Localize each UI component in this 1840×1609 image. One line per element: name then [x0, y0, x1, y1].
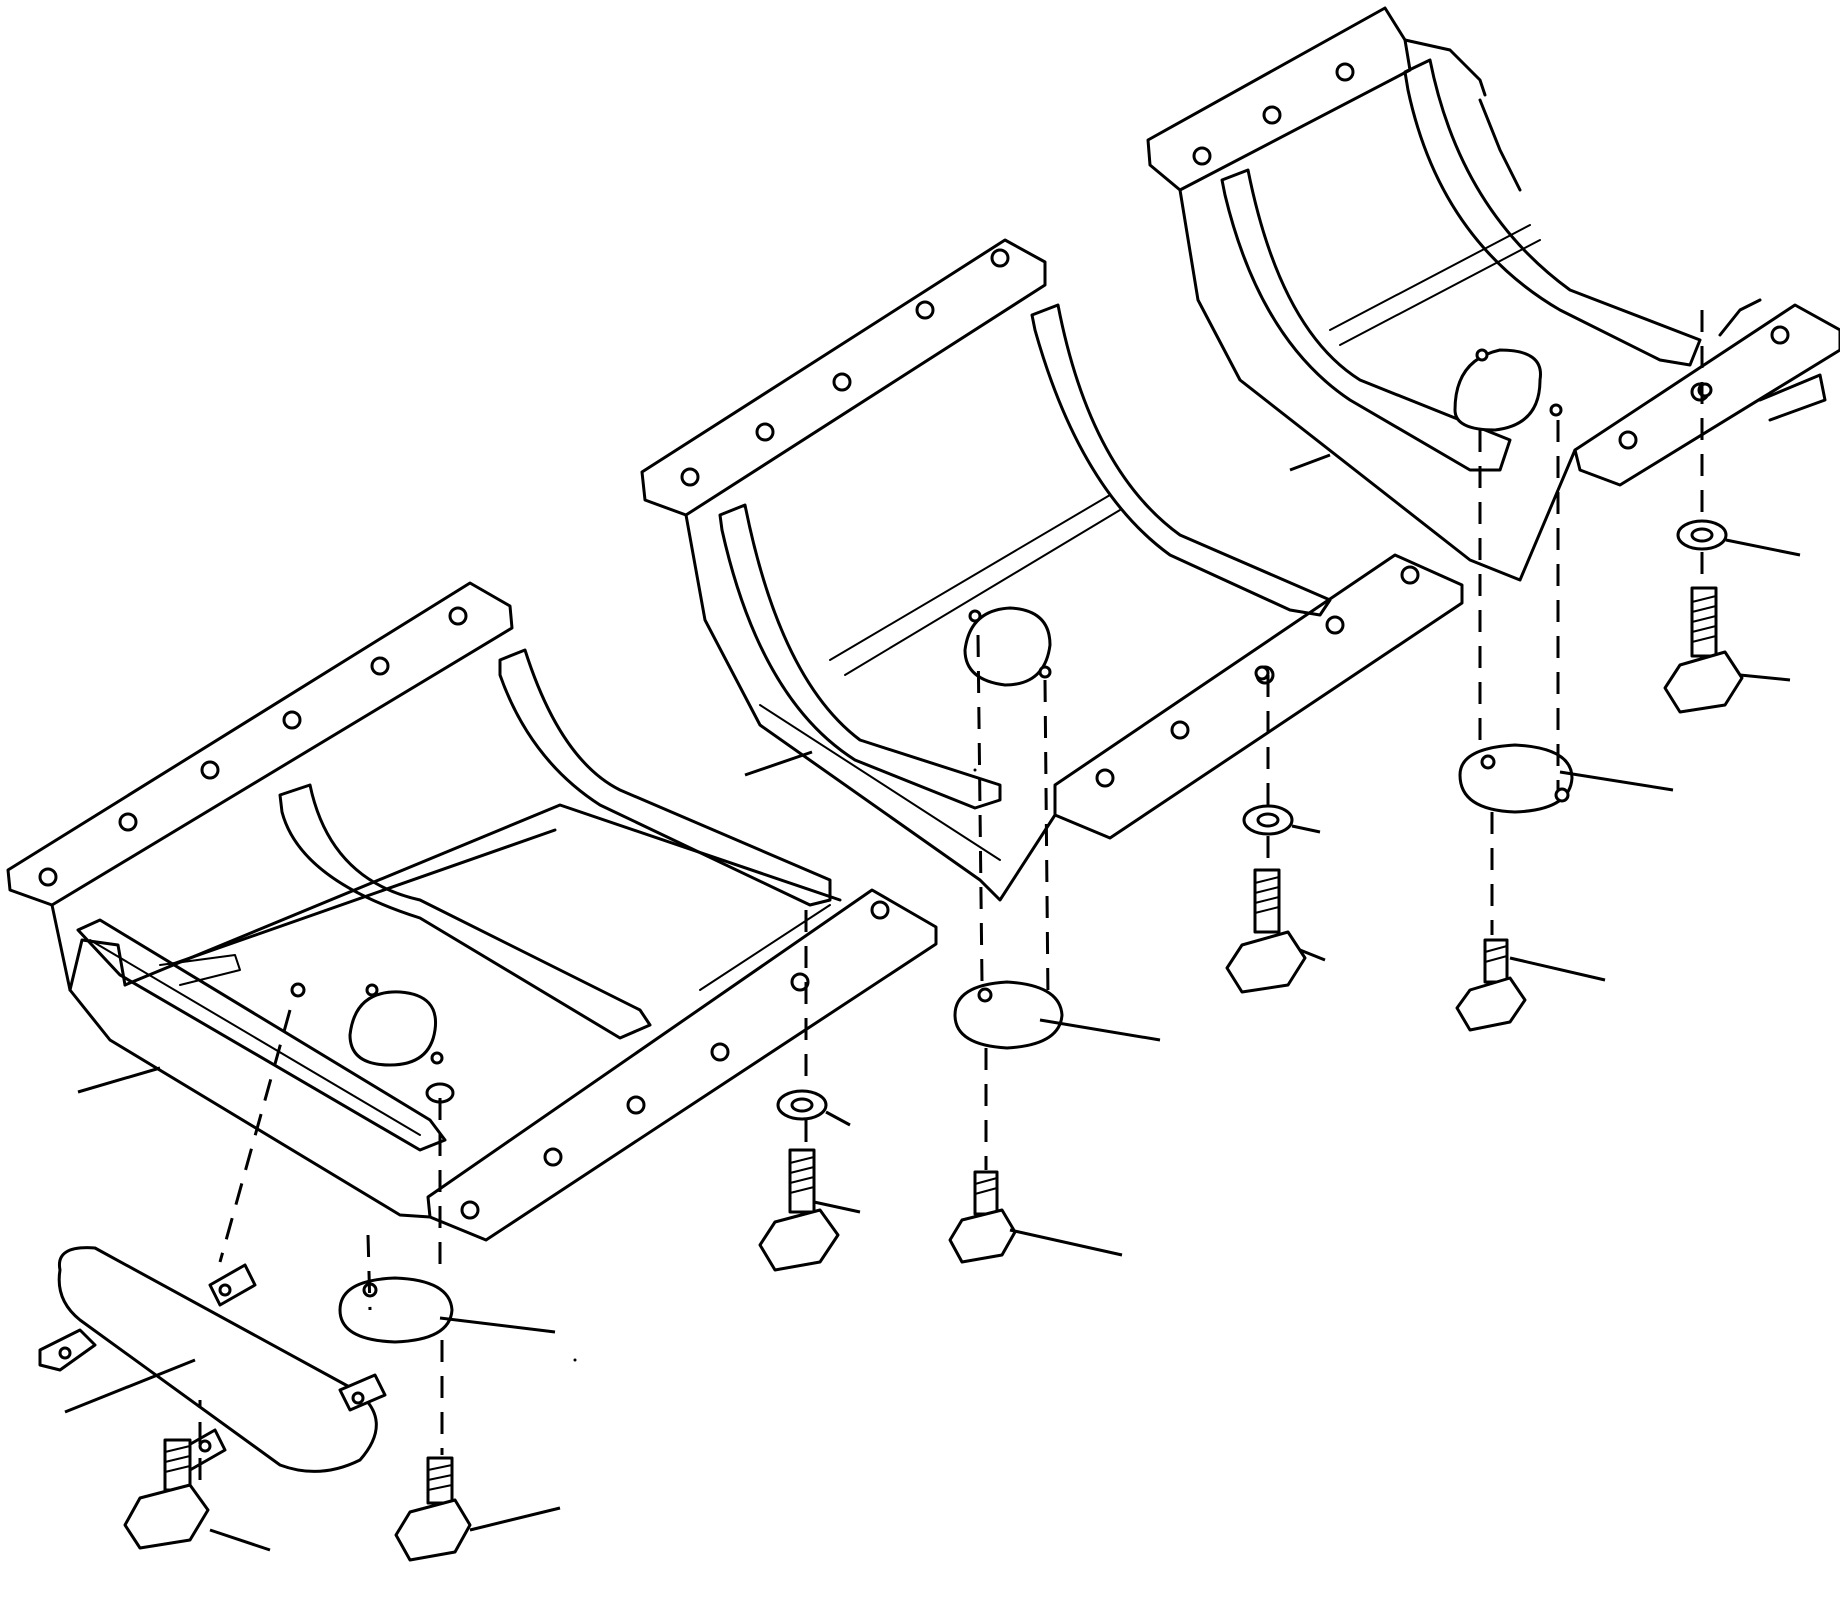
front-bolt-1 [123, 1438, 271, 1552]
alignment-lines [198, 310, 1704, 1480]
middle-flange-holes [680, 248, 1420, 788]
rear-cover-disc [1458, 743, 1674, 814]
middle-cover-disc [953, 980, 1161, 1050]
front-flange-holes [38, 606, 890, 1220]
rear-track-guard [1146, 6, 1840, 582]
front-washer-and-bolt [758, 1089, 861, 1272]
rear-flange-holes [1192, 62, 1790, 450]
middle-bolt-1 [948, 1170, 1123, 1264]
front-cover-disc [338, 1276, 556, 1344]
middle-track-guard [640, 238, 1464, 902]
front-bolt-2 [394, 1456, 561, 1562]
rear-washer-and-bolt [1663, 519, 1801, 714]
front-skid-plate-assembly [38, 1246, 387, 1473]
middle-washer-and-bolt [1225, 804, 1326, 994]
front-track-guard [6, 581, 938, 1242]
rear-bolt-1 [1455, 938, 1606, 1032]
